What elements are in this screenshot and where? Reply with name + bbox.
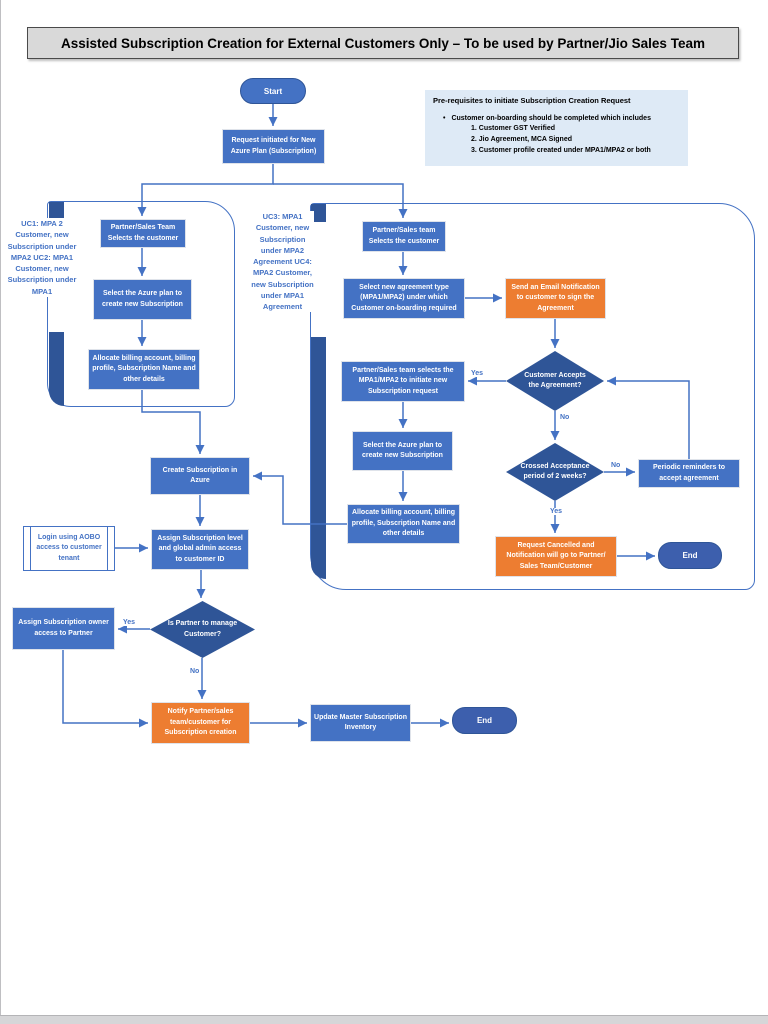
- process-update-master-inventory: Update Master Subscription Inventory: [310, 704, 411, 742]
- page-bottom-band: [0, 1015, 768, 1024]
- prerequisites-bullet: • Customer on-boarding should be complet…: [433, 114, 680, 125]
- process-send-email-notification: Send an Email Notification to customer t…: [505, 278, 606, 319]
- uc34-accent-bar-bottom: [311, 337, 326, 579]
- uc12-label: UC1: MPA 2 Customer, new Subscription un…: [2, 218, 82, 297]
- process-notify-subscription-creation: Notify Partner/sales team/customer for S…: [151, 702, 250, 744]
- process-request-cancelled: Request Cancelled and Notification will …: [495, 536, 617, 577]
- process-assign-subscription-level: Assign Subscription level and global adm…: [151, 529, 249, 570]
- process-create-subscription: Create Subscription in Azure: [150, 457, 250, 495]
- bullet-icon: •: [443, 114, 446, 122]
- end-terminator-agreement: End: [658, 542, 722, 569]
- prerequisites-item-1: 1. Customer GST Verified: [471, 125, 556, 133]
- process-uc34-allocate-billing: Allocate billing account, billing profil…: [347, 504, 460, 544]
- diagram-title: Assisted Subscription Creation for Exter…: [27, 27, 739, 59]
- edge-label-yes-accepts: Yes: [470, 370, 485, 377]
- process-uc12-select-customer: Partner/Sales Team Selects the customer: [100, 219, 186, 248]
- process-uc34-select-customer: Partner/Sales team Selects the customer: [362, 221, 446, 252]
- edge-label-no-partner: No: [189, 668, 201, 675]
- process-assign-owner-access: Assign Subscription owner access to Part…: [12, 607, 115, 650]
- page-edge-line: [0, 0, 1, 1024]
- process-periodic-reminders: Periodic reminders to accept agreement: [638, 459, 740, 488]
- process-request-initiated: Request initiated for New Azure Plan (Su…: [222, 129, 325, 164]
- uc34-label: UC3: MPA1 Customer, new Subscription und…: [251, 211, 314, 313]
- process-select-agreement-type: Select new agreement type (MPA1/MPA2) un…: [343, 278, 465, 319]
- prerequisites-bullet-text: Customer on-boarding should be completed…: [451, 114, 651, 122]
- uc12-accent-bar-bottom: [49, 332, 64, 406]
- edge-label-no-crossed: No: [610, 462, 622, 469]
- uc12-accent-bar-top: [49, 202, 64, 222]
- process-select-mpa-initiate-request: Partner/Sales team selects the MPA1/MPA2…: [341, 361, 465, 402]
- start-terminator: Start: [240, 78, 306, 104]
- prerequisites-item-2: 2. Jio Agreement, MCA Signed: [471, 136, 572, 144]
- end-terminator-final: End: [452, 707, 517, 734]
- process-uc12-allocate-billing: Allocate billing account, billing profil…: [88, 349, 200, 390]
- process-uc34-select-azure-plan: Select the Azure plan to create new Subs…: [352, 431, 453, 471]
- prerequisites-item-3: 3. Customer profile created under MPA1/M…: [471, 147, 651, 155]
- edge-label-yes-crossed: Yes: [549, 508, 564, 515]
- predefined-login-aobo: Login using AOBO access to customer tena…: [23, 526, 115, 571]
- decision-partner-manage-customer: Is Partner to manage Customer?: [150, 601, 255, 658]
- prerequisites-title: Pre-requisites to initiate Subscription …: [433, 96, 631, 105]
- edge-label-yes-partner: Yes: [122, 619, 137, 626]
- prerequisites-note: Pre-requisites to initiate Subscription …: [425, 90, 688, 166]
- process-uc12-select-azure-plan: Select the Azure plan to create new Subs…: [93, 279, 192, 320]
- edge-label-no-accepts: No: [559, 414, 571, 421]
